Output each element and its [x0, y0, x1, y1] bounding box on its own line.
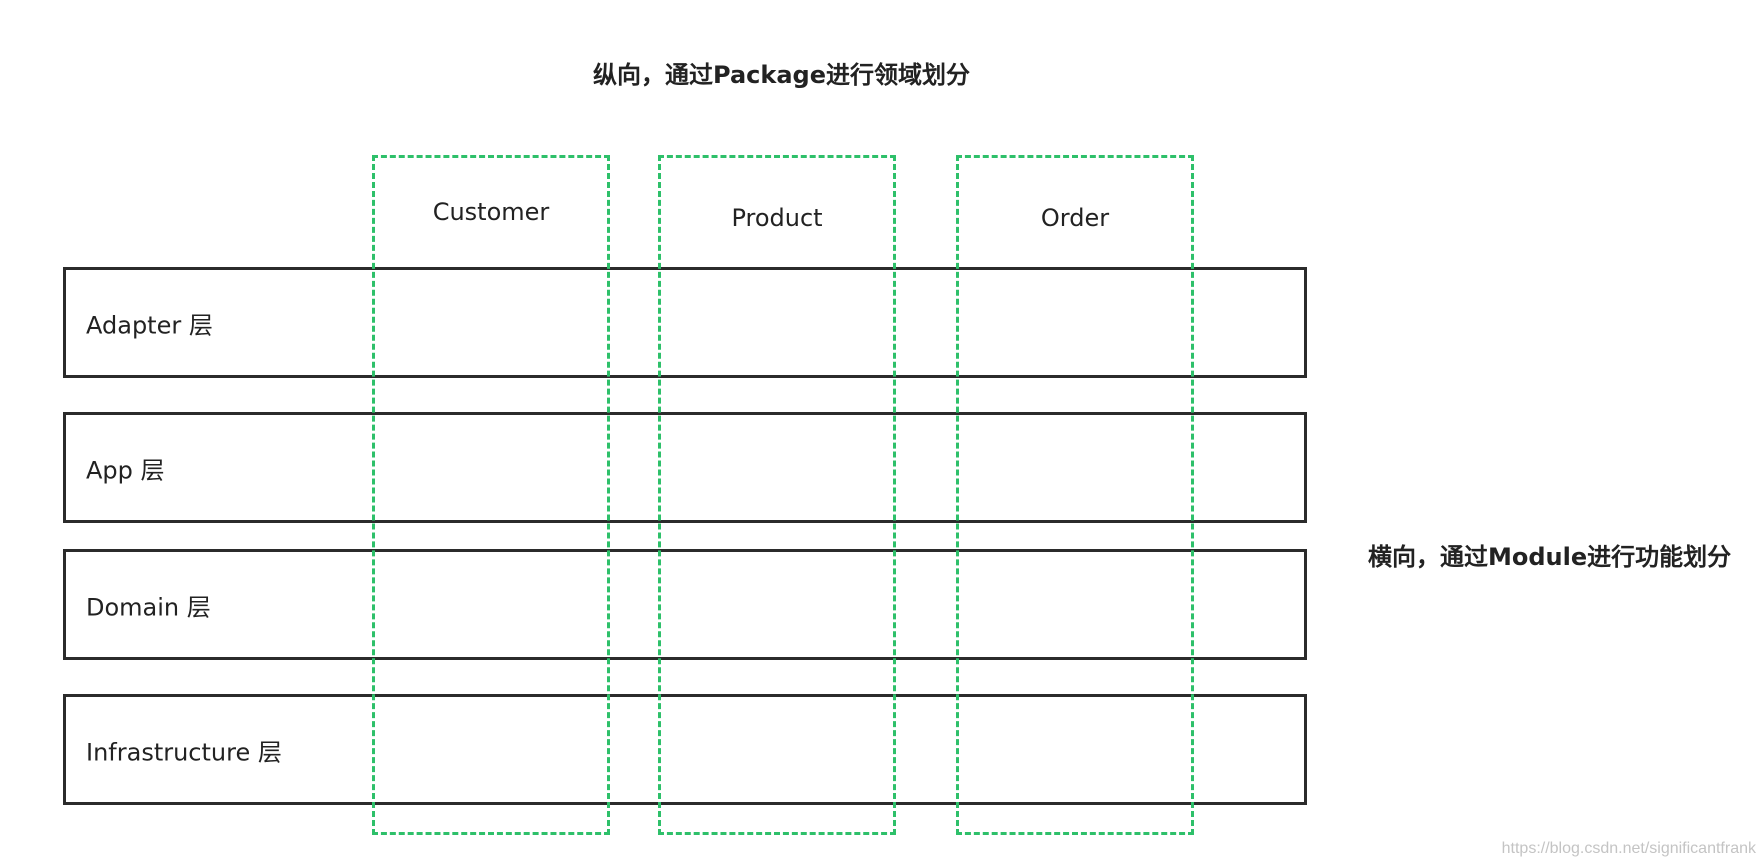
domain-label: Product	[731, 204, 823, 232]
domain-column-order: Order	[956, 155, 1194, 835]
layer-app: App 层	[63, 412, 1307, 523]
layer-label: Infrastructure 层	[86, 738, 282, 766]
domain-label: Customer	[432, 198, 550, 226]
domain-column-product: Product	[658, 155, 896, 835]
layer-adapter: Adapter 层	[63, 267, 1307, 378]
layer-infrastructure: Infrastructure 层	[63, 694, 1307, 805]
vertical-division-caption: 纵向，通过Package进行领域划分	[593, 61, 970, 89]
layer-label: App 层	[86, 456, 165, 484]
layer-domain: Domain 层	[63, 549, 1307, 660]
layer-label: Adapter 层	[86, 311, 213, 339]
domain-label: Order	[1040, 204, 1110, 232]
domain-column-customer: Customer	[372, 155, 610, 835]
watermark: https://blog.csdn.net/significantfrank	[1501, 840, 1756, 857]
layer-label: Domain 层	[86, 593, 211, 621]
horizontal-division-caption: 横向，通过Module进行功能划分	[1368, 543, 1732, 571]
